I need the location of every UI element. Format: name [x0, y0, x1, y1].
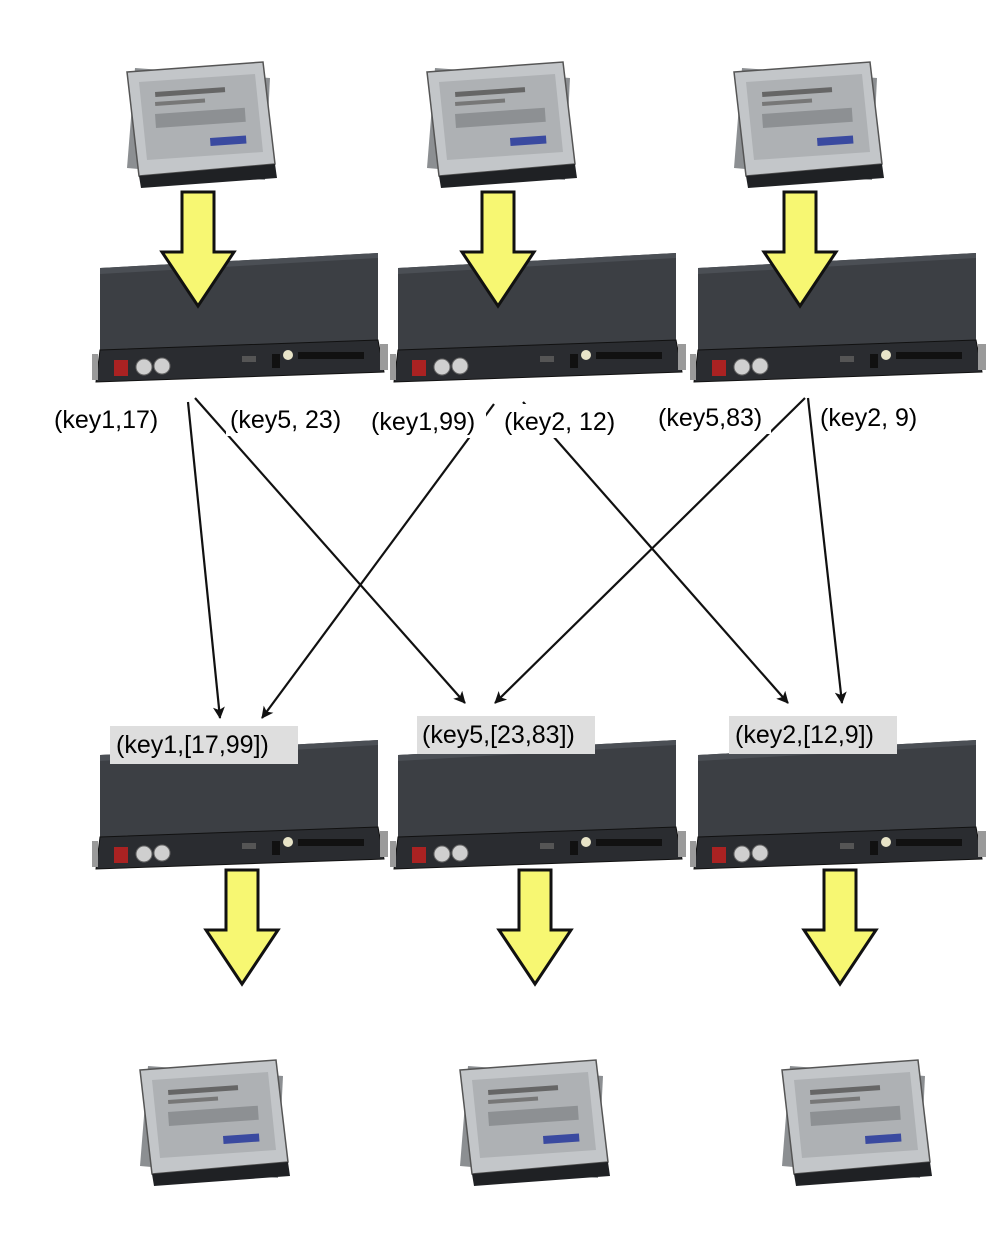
write-arrow-1-icon [204, 868, 280, 986]
shuffle-arrow [522, 401, 789, 704]
input-drive-3-icon [733, 61, 885, 189]
output-drive-2-icon [459, 1059, 611, 1187]
reduce-server-2-icon [390, 739, 687, 870]
input-drive-2-icon [426, 61, 578, 189]
write-arrow-2-icon [497, 868, 573, 986]
shuffle-arrow [186, 401, 225, 719]
map-server-2-icon [390, 252, 687, 383]
shuffle-arrow [806, 397, 847, 704]
map-output-label: (key5,83) [658, 404, 762, 432]
output-drive-3-icon [781, 1059, 933, 1187]
reduce-server-3-icon [690, 739, 987, 870]
write-arrow-3-icon [802, 868, 878, 986]
shuffle-arrows [186, 397, 847, 719]
map-output-label: (key5, 23) [230, 406, 341, 434]
map-output-label: (key1,99) [371, 408, 475, 436]
map-server-3-icon [690, 252, 987, 383]
shuffle-arrow [261, 403, 495, 719]
shuffle-arrow [194, 397, 466, 704]
reduce-input-label: (key5,[23,83]) [422, 721, 575, 749]
input-drive-1-icon [126, 61, 278, 189]
map-output-label: (key2, 12) [504, 408, 615, 436]
map-server-1-icon [92, 252, 389, 383]
map-output-label: (key2, 9) [820, 404, 917, 432]
reduce-input-label: (key2,[12,9]) [735, 721, 874, 749]
reduce-input-label: (key1,[17,99]) [116, 731, 269, 759]
map-output-label: (key1,17) [54, 406, 158, 434]
shuffle-arrow [494, 397, 806, 704]
output-drive-1-icon [139, 1059, 291, 1187]
reduce-input-labels: (key1,[17,99]) (key5,[23,83]) (key2,[12,… [110, 716, 897, 764]
map-output-labels: (key1,17) (key5, 23) (key1,99) (key2, 12… [50, 400, 927, 438]
